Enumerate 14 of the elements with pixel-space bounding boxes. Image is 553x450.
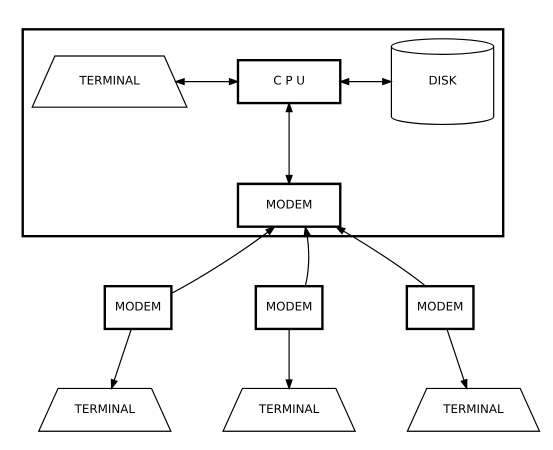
arrow	[338, 77, 393, 85]
arrow	[304, 224, 311, 286]
arrow	[285, 101, 293, 186]
node-box: MODEM	[406, 284, 475, 330]
arrow	[334, 226, 426, 286]
node-box: MODEM	[104, 284, 173, 330]
node-box: MODEM	[236, 182, 342, 228]
arrow	[110, 328, 132, 390]
node-box: MODEM	[254, 284, 324, 330]
arrow	[446, 328, 468, 390]
arrow	[171, 225, 276, 294]
node-box: C P U	[236, 58, 342, 104]
arrow	[174, 77, 240, 85]
arrow	[285, 328, 293, 390]
